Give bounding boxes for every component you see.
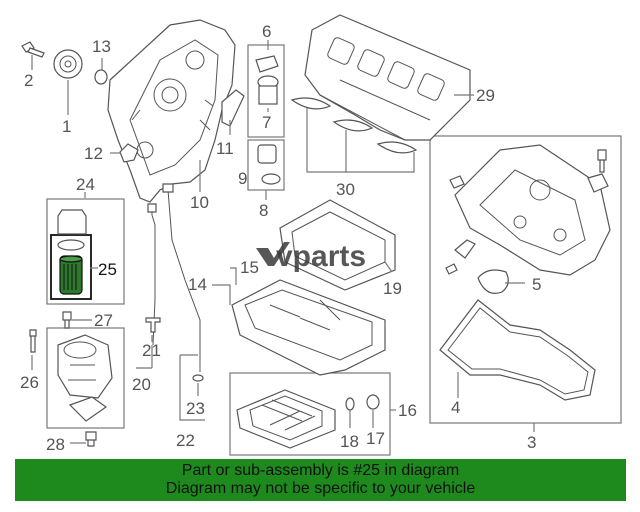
gasket-30c-part[interactable]	[376, 141, 418, 154]
group-box-24	[46, 198, 125, 305]
callout-2[interactable]: 2	[24, 71, 33, 90]
callout-4[interactable]: 4	[451, 398, 460, 417]
filter-cap-part[interactable]	[57, 209, 87, 235]
oil-pan-lower-16-part[interactable]	[236, 389, 336, 449]
watermark-brand: vparts	[276, 240, 366, 273]
callout-14[interactable]: 14	[188, 275, 207, 294]
bolt-part-small[interactable]	[597, 149, 607, 173]
bolt-part-2[interactable]	[445, 263, 458, 275]
front-seal-part[interactable]	[94, 69, 108, 85]
callout-28[interactable]: 28	[46, 435, 65, 454]
valve-9-part[interactable]	[257, 144, 277, 164]
callout-6[interactable]: 6	[262, 22, 271, 41]
callout-9[interactable]: 9	[238, 169, 247, 188]
gasket-30b-part[interactable]	[332, 119, 374, 132]
cap-6-part[interactable]	[255, 55, 279, 73]
oring-9-part[interactable]	[261, 173, 281, 185]
seal-12-part[interactable]	[119, 143, 139, 163]
dipstick-20-part[interactable]	[151, 208, 156, 346]
gasket-5-part[interactable]	[477, 269, 509, 294]
gasket-11-part[interactable]	[221, 89, 245, 127]
callout-25[interactable]: 25	[98, 260, 117, 279]
callout-7[interactable]: 7	[262, 113, 271, 132]
drain-plug-17-part[interactable]	[366, 394, 380, 410]
callout-16[interactable]: 16	[398, 401, 417, 420]
bracket-part[interactable]	[454, 239, 476, 259]
notice-banner: Part or sub-assembly is #25 in diagram D…	[15, 459, 626, 501]
callout-12[interactable]: 12	[84, 144, 103, 163]
oil-pan-15-part[interactable]	[231, 279, 386, 376]
valve-cover-part[interactable]	[454, 144, 611, 276]
dipstick-tube-22-part[interactable]	[167, 189, 201, 360]
clip-part[interactable]	[449, 175, 465, 189]
gasket-4-part[interactable]	[439, 299, 596, 401]
callout-23[interactable]: 23	[186, 399, 205, 418]
callout-3[interactable]: 3	[527, 433, 536, 452]
callout-21[interactable]: 21	[142, 341, 161, 360]
pulley-bolt-part[interactable]	[21, 41, 45, 58]
callout-30[interactable]: 30	[336, 180, 355, 199]
vparts-logo: vparts	[256, 240, 366, 273]
banner-line-2: Diagram may not be specific to your vehi…	[165, 480, 476, 497]
gasket-filter-part[interactable]	[68, 396, 108, 422]
callout-11[interactable]: 11	[216, 139, 234, 158]
callout-29[interactable]: 29	[476, 86, 495, 105]
callout-24[interactable]: 24	[76, 175, 95, 194]
gasket-30a-part[interactable]	[290, 97, 332, 110]
callout-18[interactable]: 18	[340, 432, 359, 451]
group-box-3	[429, 135, 622, 424]
callout-1[interactable]: 1	[62, 117, 71, 136]
bracket-21-part[interactable]	[145, 317, 161, 333]
callout-5[interactable]: 5	[532, 275, 541, 294]
callout-26[interactable]: 26	[20, 373, 39, 392]
group-box-16	[229, 372, 391, 456]
callout-17[interactable]: 17	[366, 429, 385, 448]
group-box-6-8	[247, 44, 285, 138]
callout-22[interactable]: 22	[176, 431, 195, 450]
washer-18-part[interactable]	[345, 397, 355, 411]
oil-filter-25-part[interactable]	[57, 239, 85, 295]
callout-19[interactable]: 19	[383, 279, 402, 298]
bolt-26-part[interactable]	[29, 329, 37, 353]
callout-15[interactable]: 15	[240, 258, 259, 277]
callout-8[interactable]: 8	[259, 201, 268, 220]
callout-13[interactable]: 13	[92, 37, 111, 56]
callout-10[interactable]: 10	[190, 193, 209, 212]
group-box-25[interactable]	[50, 234, 92, 300]
intake-manifold-part[interactable]	[304, 14, 471, 141]
callout-27[interactable]: 27	[94, 311, 113, 330]
banner-line-1: Part or sub-assembly is #25 in diagram	[181, 462, 460, 479]
filter-housing-part[interactable]	[57, 334, 113, 399]
bolt-27-part[interactable]	[62, 311, 72, 329]
oring-23-part[interactable]	[192, 374, 204, 382]
crank-pulley-part[interactable]	[53, 49, 83, 79]
group-box-26-28	[46, 327, 125, 429]
bolt-28-part[interactable]	[85, 431, 97, 447]
callout-20[interactable]: 20	[132, 375, 151, 394]
sensor-part[interactable]	[587, 173, 609, 193]
